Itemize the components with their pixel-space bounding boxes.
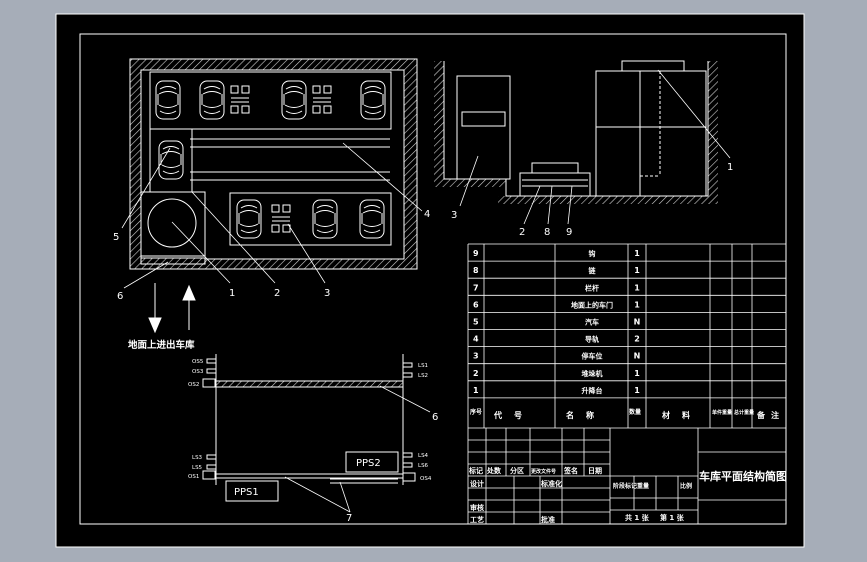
callout-4: 4 (424, 209, 430, 220)
tb-stage: 阶段标记 (613, 482, 637, 490)
garage-plan (129, 58, 418, 270)
label-ls1: LS1 (418, 363, 428, 369)
parts-row-no: 3 (473, 352, 479, 361)
callout-2-plan: 2 (274, 288, 280, 299)
tb-sign: 签名 (563, 466, 578, 475)
header-material: 材料 (662, 410, 702, 420)
label-os4: OS4 (420, 476, 432, 482)
header-no: 序号 (469, 408, 482, 416)
label-ls4: LS4 (418, 453, 429, 459)
callout-3-elev: 3 (451, 210, 457, 221)
parts-header-row: 序号 代号 名称 数量 材料 单件重量 总计重量 备注 (469, 408, 785, 420)
parts-row-no: 4 (473, 335, 479, 344)
parts-row-qty: N (634, 352, 641, 361)
tb-check: 审核 (470, 503, 484, 512)
parts-row-qty: 1 (634, 369, 640, 378)
parts-row-name: 栏杆 (585, 283, 599, 292)
header-code: 代号 (493, 410, 534, 420)
label-pps1: PPS1 (234, 487, 259, 498)
tb-process: 工艺 (470, 515, 484, 524)
parts-row-name: 升降台 (582, 386, 603, 395)
parts-list-grid (467, 243, 786, 429)
parts-row-qty: N (634, 318, 641, 327)
elevation-leaders (459, 69, 731, 225)
tb-date: 日期 (588, 466, 602, 475)
tb-zone: 分区 (510, 466, 524, 475)
header-qty: 数量 (629, 408, 641, 416)
callout-1-plan: 1 (229, 288, 235, 299)
parts-row-qty: 1 (634, 386, 640, 395)
entry-label: 地面上进出车库 (128, 339, 195, 351)
control-schematic (202, 354, 416, 502)
parts-row-name: 汽车 (585, 318, 599, 327)
label-pps2: PPS2 (356, 458, 381, 469)
callout-3-plan: 3 (324, 288, 330, 299)
callout-8: 8 (544, 227, 550, 238)
elevation-view (434, 60, 718, 204)
parts-row-qty: 1 (634, 300, 640, 309)
callout-6-schem: 6 (432, 412, 438, 423)
callout-2-elev: 2 (519, 227, 525, 238)
tb-mark: 标记 (468, 466, 483, 475)
parts-row-name: 停车位 (582, 352, 603, 361)
tb-approve: 批准 (541, 515, 555, 524)
callout-9: 9 (566, 227, 572, 238)
tb-sheets: 共 1 张 (625, 513, 650, 522)
label-os1: OS1 (188, 474, 199, 480)
callout-6-plan: 6 (117, 291, 123, 302)
parts-row-name: 钩 (589, 249, 596, 258)
tb-count: 处数 (486, 466, 502, 475)
parts-row-no: 5 (473, 318, 479, 327)
parts-row-name: 地面上的车门 (571, 300, 613, 309)
parts-row-qty: 1 (634, 249, 640, 258)
label-os2: OS2 (188, 382, 199, 388)
callout-7: 7 (346, 513, 352, 524)
parts-row-no: 6 (473, 300, 479, 309)
parts-row-no: 8 (473, 266, 479, 275)
header-remark: 备注 (756, 410, 785, 420)
label-ls2: LS2 (418, 373, 428, 379)
drawing-title: 车库平面结构简图 (699, 469, 787, 483)
parts-row-no: 7 (473, 283, 479, 292)
title-block-text: 标记 处数 分区 更改文件号 签名 日期 设计 标准化 阶段标记 重量 比例 审… (468, 466, 692, 524)
parts-rows: 9 钩 1 8 链 1 7 栏杆 1 6 地面上的车门 1 5 汽车 N 4 导轨 2 3 停车位 N 2 堆垛机 1 1 升降台… (468, 249, 786, 399)
label-ls3: LS3 (192, 455, 203, 461)
callout-5: 5 (113, 232, 119, 243)
tb-weight: 重量 (637, 482, 649, 490)
tb-scale: 比例 (680, 482, 692, 490)
parts-row-qty: 1 (634, 283, 640, 292)
parts-row-qty: 2 (634, 335, 640, 344)
parts-row-no: 1 (473, 386, 479, 395)
header-unit-weight: 单件重量 (712, 409, 732, 416)
drawing-border (79, 33, 787, 525)
parts-row-name: 链 (588, 266, 596, 275)
entry-arrows (148, 283, 196, 334)
tb-sheet: 第 1 张 (660, 513, 685, 522)
header-name: 名称 (566, 410, 606, 420)
tb-doc: 更改文件号 (531, 468, 556, 475)
tb-standard: 标准化 (540, 479, 562, 488)
parts-row-no: 9 (473, 249, 479, 258)
parts-row-name: 导轨 (585, 335, 599, 344)
callout-1-elev: 1 (727, 162, 733, 173)
title-block-grid (467, 428, 786, 524)
label-ls6: LS6 (418, 463, 429, 469)
tb-design: 设计 (470, 479, 484, 488)
label-os5: OS5 (192, 359, 204, 365)
parts-row-name: 堆垛机 (582, 369, 603, 378)
schematic-leaders (284, 385, 431, 513)
label-ls5: LS5 (192, 465, 203, 471)
label-os3: OS3 (192, 369, 204, 375)
parts-row-qty: 1 (634, 266, 640, 275)
header-total-weight: 总计重量 (734, 409, 754, 416)
plan-leaders (121, 142, 423, 289)
parts-row-no: 2 (473, 369, 479, 378)
